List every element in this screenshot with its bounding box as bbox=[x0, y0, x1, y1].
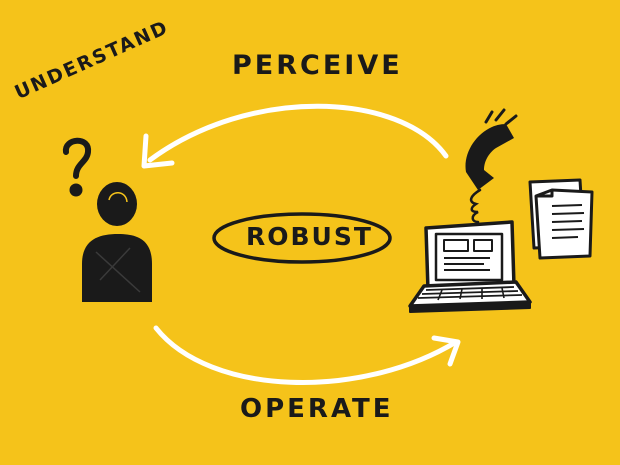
perceive-label: PERCEIVE bbox=[232, 50, 403, 81]
robust-oval bbox=[212, 212, 392, 264]
question-mark-icon bbox=[63, 137, 91, 197]
operate-label: OPERATE bbox=[240, 394, 394, 424]
robust-label: ROBUST bbox=[246, 222, 373, 251]
perceive-arrow bbox=[141, 103, 449, 169]
documents-icon bbox=[528, 178, 594, 260]
operate-arrow bbox=[153, 325, 461, 385]
laptop-icon bbox=[408, 220, 532, 313]
person-icon bbox=[82, 182, 152, 302]
telephone-icon bbox=[465, 108, 518, 224]
